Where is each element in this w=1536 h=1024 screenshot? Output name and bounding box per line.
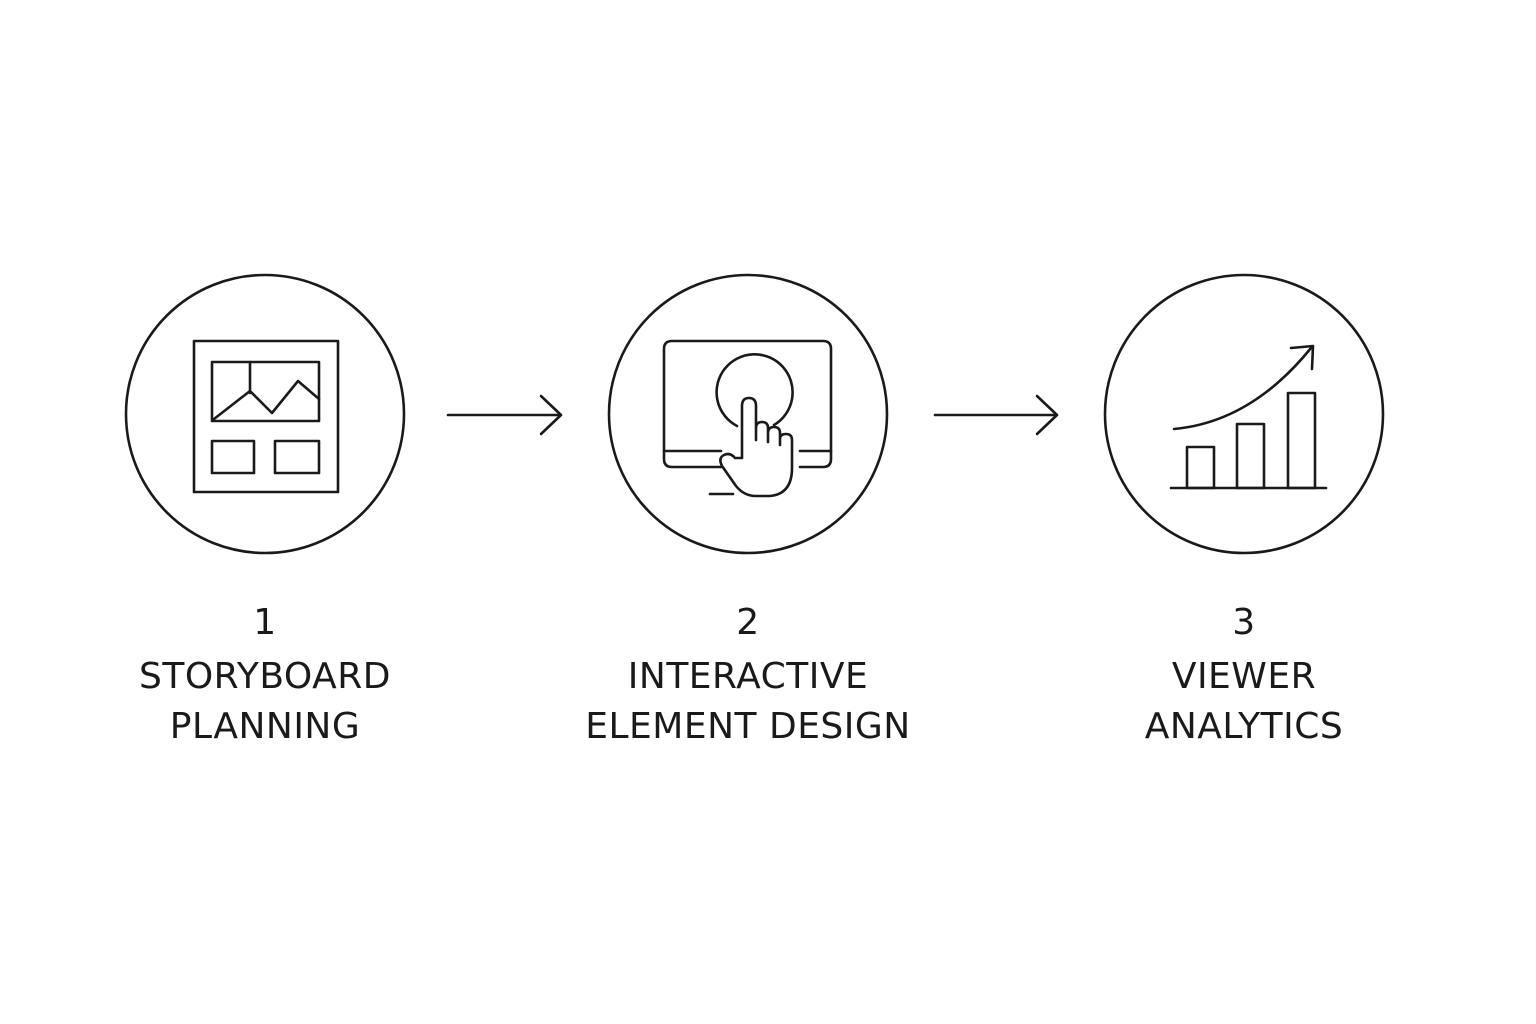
step-1-label: 1 STORYBOARD PLANNING — [55, 598, 475, 752]
step-2-node — [607, 273, 889, 555]
step-2-circle — [607, 273, 889, 555]
step-3-number: 3 — [1232, 602, 1256, 643]
step-3-circle — [1103, 273, 1385, 555]
step-1-circle — [124, 273, 406, 555]
touch-screen-icon — [662, 339, 833, 498]
step-2-title-line-1: INTERACTIVE — [627, 656, 869, 697]
step-2-label: 2 INTERACTIVE ELEMENT DESIGN — [538, 598, 958, 752]
step-3-node — [1103, 273, 1385, 555]
storyboard-icon — [192, 339, 340, 494]
step-1-node — [124, 273, 406, 555]
step-3-title-line-2: ANALYTICS — [1144, 706, 1344, 747]
step-3-title-line-1: VIEWER — [1171, 656, 1317, 697]
arrow-right-icon — [933, 394, 1059, 436]
step-2-title-line-2: ELEMENT DESIGN — [585, 706, 911, 747]
step-2-number: 2 — [736, 602, 760, 643]
step-1-title-line-1: STORYBOARD — [138, 656, 391, 697]
step-1-number: 1 — [253, 602, 277, 643]
step-3-label: 3 VIEWER ANALYTICS — [1034, 598, 1454, 752]
step-1-title-line-2: PLANNING — [169, 706, 361, 747]
arrow-right-icon — [446, 394, 563, 436]
growth-chart-icon — [1169, 344, 1328, 490]
